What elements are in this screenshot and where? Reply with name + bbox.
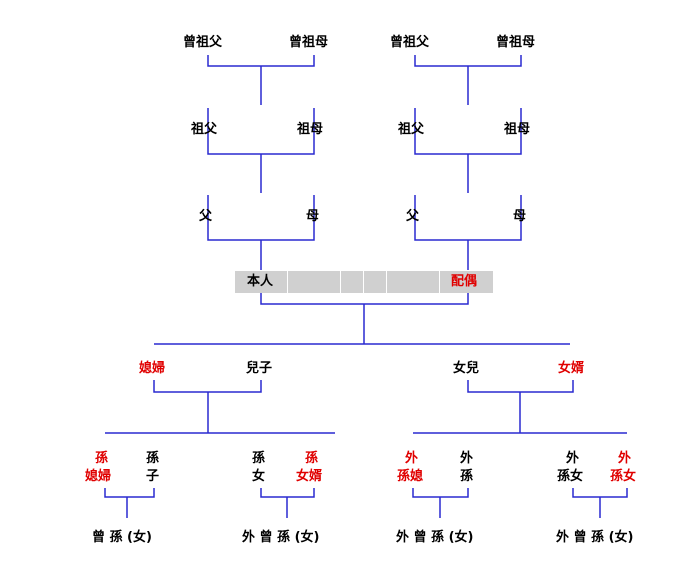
connector xyxy=(572,488,628,518)
connector xyxy=(104,488,155,518)
self-label: 本人 xyxy=(247,274,274,289)
grandchild-1-line2: 媳婦 xyxy=(85,469,112,484)
left-grandmother-label: 祖母 xyxy=(297,122,324,137)
grandchild-2-line2: 子 xyxy=(146,469,160,484)
bar-cell xyxy=(341,271,364,293)
grandchild-3-line2: 女 xyxy=(252,469,266,484)
left-great-grandfather-label: 曾祖父 xyxy=(183,35,223,50)
right-great-grandfather-label: 曾祖父 xyxy=(390,35,430,50)
self-spouse-bar xyxy=(235,271,493,293)
right-great-grandmother-label: 曾祖母 xyxy=(496,35,536,50)
right-mother-label: 母 xyxy=(513,209,527,224)
grandchild-6-line1: 外 xyxy=(460,451,474,466)
connector xyxy=(414,195,522,270)
grandchild-7-line1: 外 xyxy=(566,451,580,466)
connector xyxy=(467,380,574,433)
son-in-law-label: 女婿 xyxy=(558,361,585,376)
bar-cell xyxy=(288,271,341,293)
right-grandfather-label: 祖父 xyxy=(398,122,425,137)
grandchild-5-line1: 外 xyxy=(405,451,419,466)
grandchild-4-line1: 孫 xyxy=(305,451,319,466)
connector xyxy=(207,195,315,270)
connector xyxy=(412,488,469,518)
connector xyxy=(260,293,469,344)
great-grandchild-1-label: 曾 孫 (女) xyxy=(92,530,152,545)
connector xyxy=(153,380,262,433)
connector xyxy=(207,108,315,193)
daughter-in-law-label: 媳婦 xyxy=(139,361,166,376)
left-mother-label: 母 xyxy=(306,209,320,224)
spouse-label: 配偶 xyxy=(451,274,478,289)
bar-cell xyxy=(387,271,440,293)
right-grandmother-label: 祖母 xyxy=(504,122,531,137)
son-label: 兒子 xyxy=(246,361,273,376)
left-grandfather-label: 祖父 xyxy=(191,122,218,137)
connector xyxy=(414,108,522,193)
grandchild-4-line2: 女婿 xyxy=(296,469,323,484)
great-grandchild-4-label: 外 曾 孫 (女) xyxy=(556,530,634,545)
grandchild-5-line2: 孫媳 xyxy=(397,469,424,484)
grandchild-3-line1: 孫 xyxy=(252,451,266,466)
bar-cell xyxy=(364,271,387,293)
great-grandchild-2-label: 外 曾 孫 (女) xyxy=(242,530,320,545)
bar-cell xyxy=(235,271,288,293)
grandchild-1-line1: 孫 xyxy=(95,451,109,466)
grandchild-8-line1: 外 xyxy=(618,451,632,466)
great-grandchild-3-label: 外 曾 孫 (女) xyxy=(396,530,474,545)
right-father-label: 父 xyxy=(406,209,420,224)
grandchild-6-line2: 孫 xyxy=(460,469,474,484)
left-great-grandmother-label: 曾祖母 xyxy=(289,35,329,50)
connector xyxy=(414,55,522,105)
connector xyxy=(207,55,315,105)
grandchild-8-line2: 孫女 xyxy=(610,469,637,484)
daughter-label: 女兒 xyxy=(453,361,480,376)
grandchild-7-line2: 孫女 xyxy=(557,469,584,484)
grandchild-2-line1: 孫 xyxy=(146,451,160,466)
connector xyxy=(260,488,315,518)
left-father-label: 父 xyxy=(199,209,213,224)
